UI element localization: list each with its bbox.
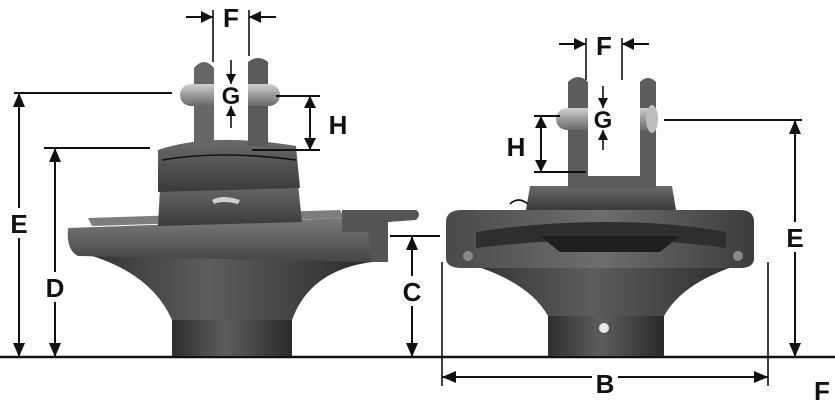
left-upper-body [158, 184, 302, 226]
left-h-arrow-top [304, 96, 316, 108]
left-view-fitting [67, 58, 419, 356]
left-f-arrow-left [201, 11, 213, 23]
right-top-block [526, 186, 676, 210]
right-f-label: F [596, 31, 612, 61]
right-cone [462, 262, 748, 316]
left-h-label: H [329, 110, 348, 140]
left-f-arrow-right [249, 11, 261, 23]
right-g-arrow-top [598, 98, 608, 108]
left-cap [158, 139, 300, 192]
left-c-arrow-top [406, 236, 418, 250]
right-b-arrow-right [754, 371, 768, 383]
left-h-arrow-bottom [304, 138, 316, 150]
left-g-label: G [222, 83, 241, 110]
left-d-label-bg [43, 272, 67, 302]
right-h-label: H [507, 132, 526, 162]
left-e-label-bg [8, 208, 30, 238]
right-slot-inner [540, 236, 680, 252]
left-dimensions: E D C H F G [8, 3, 440, 357]
right-g-label: G [594, 107, 613, 134]
left-c-arrow-bottom [406, 343, 418, 357]
right-e-arrow-bottom [789, 343, 801, 357]
right-bolt-2 [733, 251, 743, 261]
right-dimensions: E B H F G [441, 31, 807, 399]
left-cap-groove [161, 154, 297, 161]
left-key-detail [212, 197, 240, 204]
left-f-label: F [223, 3, 239, 33]
right-e-arrow-top [789, 120, 801, 134]
left-e-arrow-bottom [13, 343, 25, 357]
right-key-detail [509, 199, 529, 205]
right-e-label-bg [783, 222, 807, 252]
right-h-arrow-top [535, 116, 547, 128]
right-h-arrow-bottom [535, 160, 547, 172]
left-pin-gap [214, 84, 248, 106]
left-e-arrow-top [13, 93, 25, 107]
right-f-arrow-left [574, 38, 586, 50]
right-b-label: B [596, 369, 615, 399]
left-c-label-bg [400, 276, 424, 306]
left-g-arrow-bottom [226, 106, 236, 116]
left-e-label: E [10, 209, 27, 239]
right-base-cylinder [548, 312, 664, 356]
left-g-arrow-top [226, 74, 236, 84]
right-drain-hole [599, 323, 609, 333]
left-hook-block [342, 210, 419, 262]
left-c-label: C [403, 277, 422, 307]
left-d-label: D [46, 273, 65, 303]
right-view-fitting [446, 77, 754, 356]
right-pin-head [646, 105, 658, 133]
left-d-arrow-top [49, 148, 61, 162]
right-clevis-yoke [568, 77, 656, 188]
right-e-label: E [786, 223, 803, 253]
left-base-cylinder [172, 318, 292, 356]
right-g-arrow-bottom [598, 130, 608, 140]
left-d-arrow-bottom [49, 343, 61, 357]
right-bolt-1 [463, 251, 473, 261]
left-flange [67, 218, 372, 262]
right-f-arrow-right [622, 38, 634, 50]
corner-label: F [814, 376, 830, 404]
right-pin-gap [588, 108, 640, 130]
right-b-arrow-left [442, 371, 456, 383]
